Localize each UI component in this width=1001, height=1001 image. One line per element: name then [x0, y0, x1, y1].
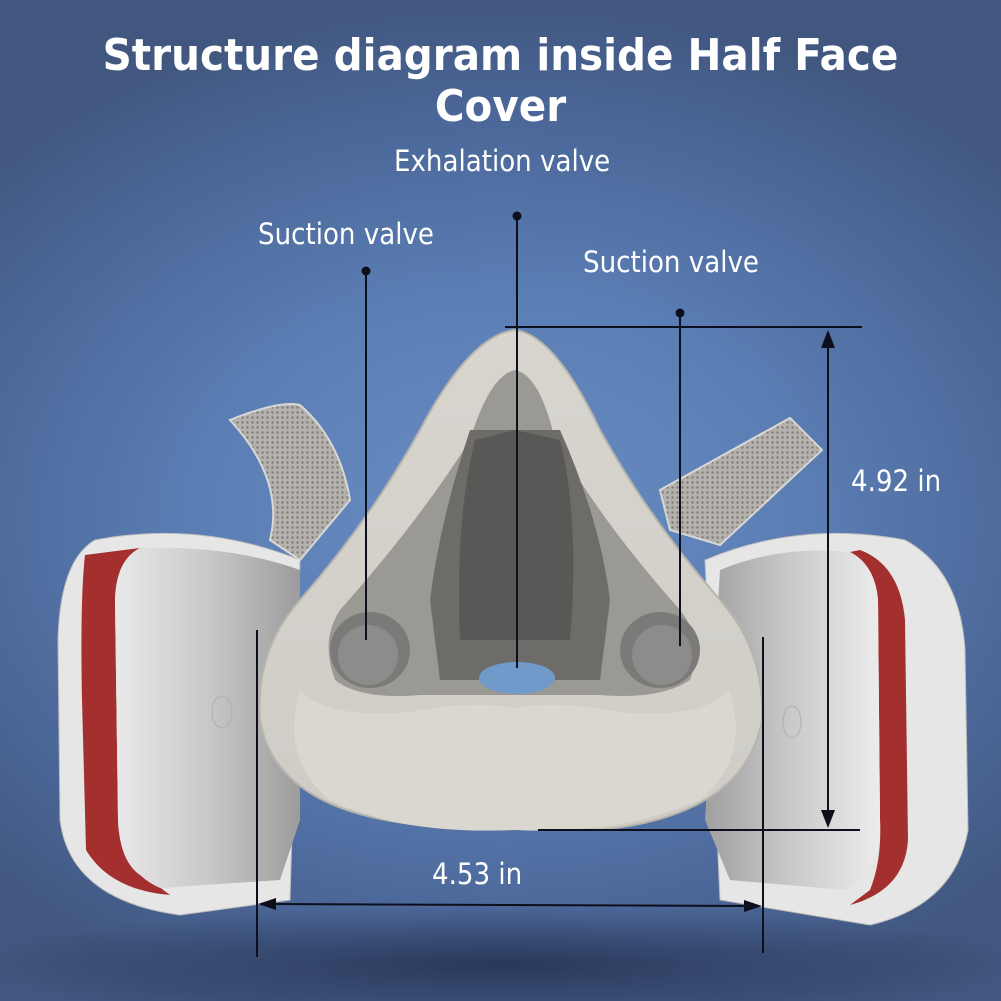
- height-dimension-label: 4.92 in: [851, 464, 942, 498]
- suction-valve-right-label: Suction valve: [583, 245, 759, 279]
- left-head-strap: [228, 403, 352, 562]
- height-dimension: [505, 326, 862, 831]
- width-dimension: [256, 630, 764, 957]
- suction-valve-left-label: Suction valve: [258, 217, 434, 251]
- diagram-title: Structure diagram inside Half Face Cover: [102, 30, 899, 132]
- mask-body: [258, 328, 764, 832]
- width-dimension-label: 4.53 in: [432, 857, 523, 891]
- right-filter-cartridge: [704, 532, 969, 926]
- callout-lines: [361, 211, 685, 668]
- left-filter-cartridge: [57, 532, 301, 916]
- right-head-strap: [658, 416, 824, 547]
- exhalation-valve-label: Exhalation valve: [394, 144, 611, 178]
